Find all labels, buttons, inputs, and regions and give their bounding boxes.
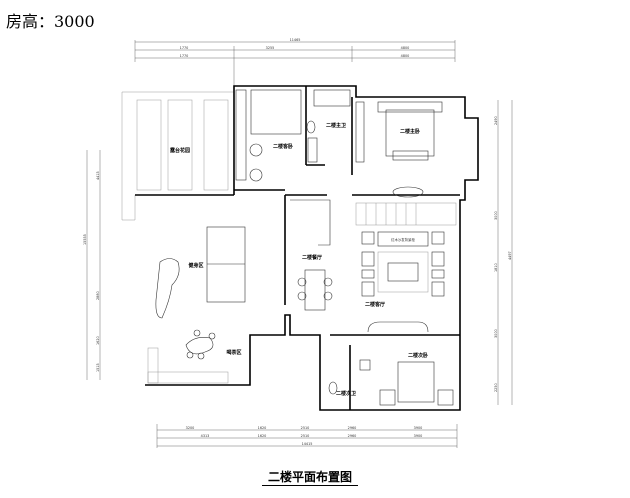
living-room: 红木沙发背景柜 二楼客厅 (361, 231, 445, 333)
dim-label: 2510 (301, 426, 310, 430)
room-height-label: 房高：3000 (6, 12, 95, 31)
tv-cabinet-label: 红木沙发背景柜 (391, 237, 415, 242)
title-underline (262, 485, 358, 486)
dim-label: 2490 (494, 116, 498, 125)
room-label-second-bath: 二楼次卫 (336, 390, 356, 397)
room-label-fitness: 健身区 (188, 262, 203, 269)
fitness-area: 健身区 (155, 226, 246, 319)
dim-label: 2960 (348, 426, 357, 430)
dim-bottom-total: 14415 (302, 442, 313, 446)
walls (135, 85, 479, 411)
bottom-dimensions: 3200 1620 2510 2960 3900 4313 1620 2510 … (156, 424, 458, 448)
room-label-living: 二楼客厅 (365, 301, 385, 308)
staircase (355, 202, 457, 226)
top-dimensions: 11465 1770 3255 4800 1770 4800 (134, 38, 456, 88)
room-label-master-bedroom: 二楼主卧 (400, 128, 420, 135)
dim-label: 4497 (508, 251, 512, 260)
dim-label: 4800 (401, 46, 410, 50)
dim-label: 1770 (180, 46, 189, 50)
terrace-garden: 露台花园 (121, 91, 235, 221)
dim-label: 3255 (266, 46, 275, 50)
dim-label: 3000 (494, 211, 498, 220)
dim-label: 3000 (494, 329, 498, 338)
dim-label: 1770 (180, 54, 189, 58)
dim-label: 2960 (348, 434, 357, 438)
room-label-tea: 喝茶区 (226, 349, 241, 356)
dim-label: 2250 (494, 383, 498, 392)
master-bedroom: 二楼主卧 (355, 101, 443, 198)
room-label-master-bath: 二楼主卫 (326, 122, 346, 129)
room-label-guest-bedroom: 二楼客卧 (273, 143, 293, 150)
dim-label: 3200 (186, 426, 195, 430)
dim-label: 15555 (83, 234, 87, 245)
room-label-dining: 二楼餐厅 (302, 254, 322, 261)
second-bath: 二楼次卫 (328, 359, 371, 397)
dim-label: 1515 (96, 363, 100, 372)
room-label-terrace-garden: 露台花园 (170, 147, 190, 154)
dim-label: 3900 (414, 434, 423, 438)
guest-bedroom: 二楼客卧 (235, 89, 302, 182)
dim-label: 4800 (401, 54, 410, 58)
dim-label: 1620 (258, 426, 267, 430)
dim-label: 3900 (414, 426, 423, 430)
plan-title: 二楼平面布置图 (267, 470, 352, 484)
dim-label: 2880 (96, 291, 100, 300)
tea-area: 喝茶区 (147, 329, 242, 384)
dim-label: 4313 (201, 434, 210, 438)
second-bedroom: 二楼次卧 (379, 352, 454, 406)
dim-label: 2510 (301, 434, 310, 438)
right-dimensions: 2490 3000 1810 4497 3000 2250 (494, 100, 513, 405)
dim-label: 1810 (494, 263, 498, 272)
dim-label: 1620 (96, 336, 100, 345)
dim-top-total: 11465 (290, 38, 301, 42)
dim-label: 1620 (258, 434, 267, 438)
left-dimensions: 15555 4415 2880 1620 1515 (83, 150, 101, 380)
room-label-second-bedroom: 二楼次卧 (408, 352, 428, 359)
dim-label: 4415 (96, 171, 100, 180)
master-bath: 二楼主卫 (306, 89, 351, 163)
dining-room: 二楼餐厅 (290, 199, 333, 311)
